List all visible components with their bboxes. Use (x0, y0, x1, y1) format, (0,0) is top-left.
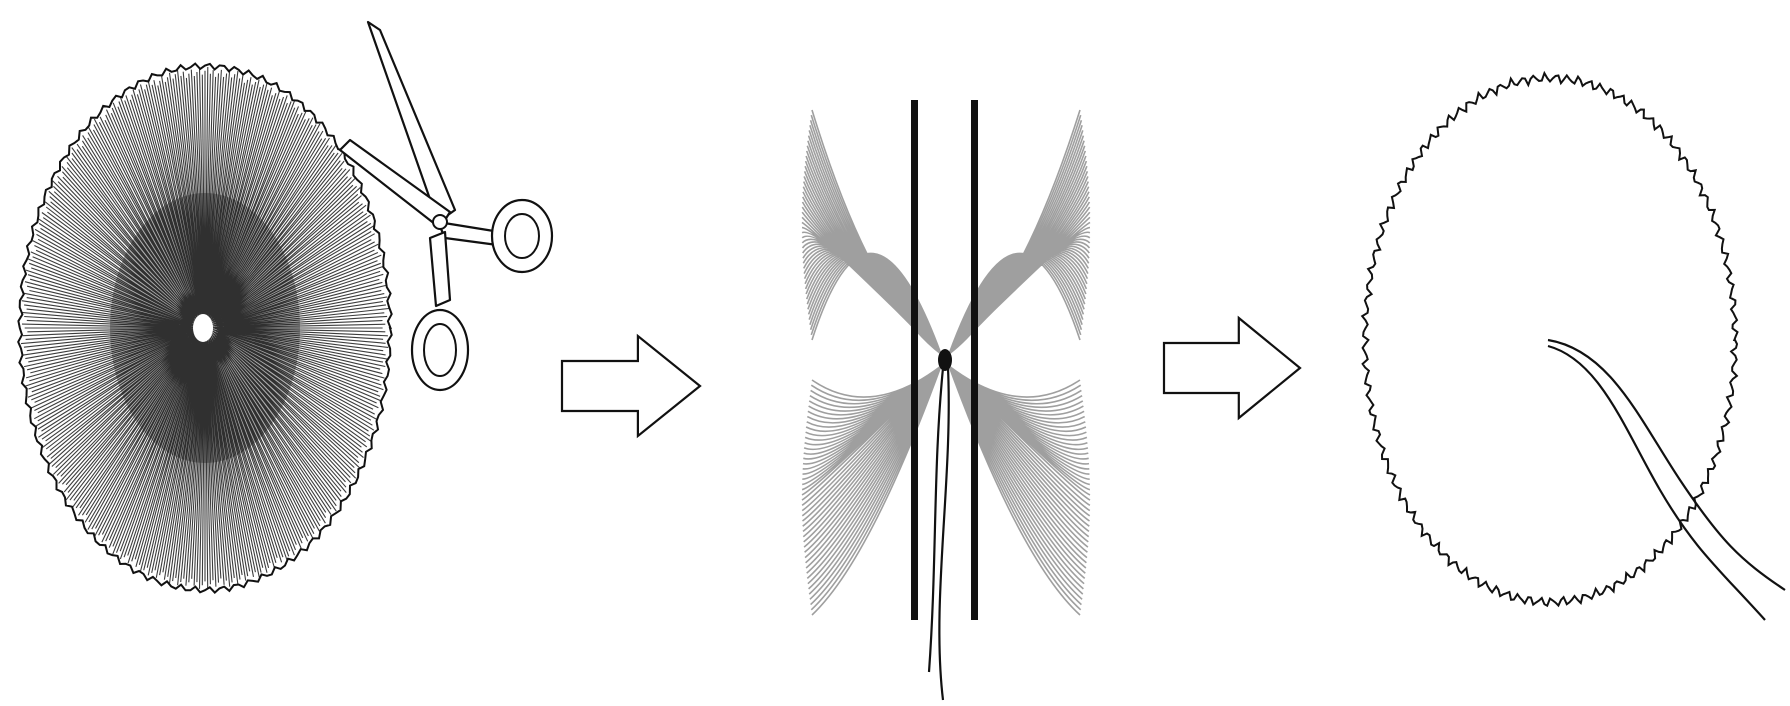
yarn-disc-icon (18, 64, 392, 593)
arrow-right-icon (1164, 318, 1300, 418)
arrow-right-icon (562, 336, 700, 436)
pompom-icon (1362, 73, 1785, 620)
tied-yarn-bundle-icon (802, 100, 1090, 700)
